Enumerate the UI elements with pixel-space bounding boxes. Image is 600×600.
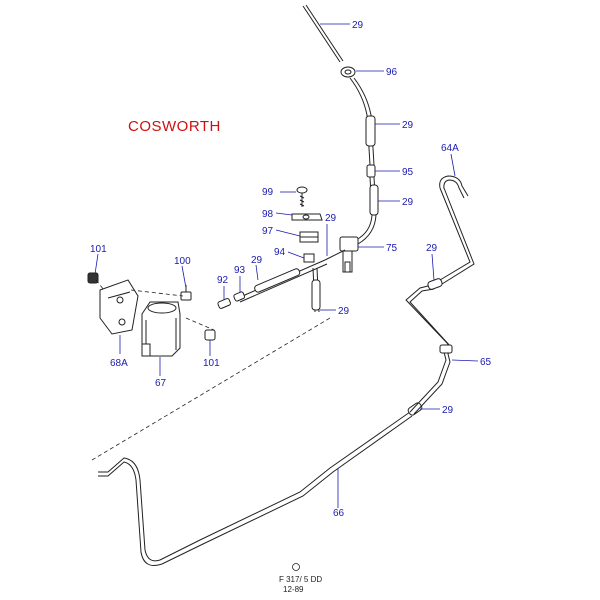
label-68a: 68A	[110, 358, 128, 369]
vapour-pipe-66	[91, 317, 423, 566]
part-labels: 29 96 29 95 29 64A 99 98 97 94 29 75 29 …	[90, 20, 492, 519]
label-92: 92	[217, 275, 229, 286]
variant-title: COSWORTH	[128, 118, 221, 135]
label-29: 29	[352, 20, 364, 31]
fastener-set	[291, 186, 323, 263]
label-29: 29	[402, 120, 414, 131]
upper-hose	[302, 4, 379, 245]
label-65: 65	[480, 357, 492, 368]
label-99: 99	[262, 187, 274, 198]
label-95: 95	[402, 167, 414, 178]
label-64a: 64A	[441, 143, 459, 154]
label-94: 94	[274, 247, 286, 258]
label-93: 93	[234, 265, 246, 276]
leader-lines	[94, 23, 479, 508]
drawing-footer: F 317/ 5 DD 12-89	[279, 563, 322, 594]
label-29: 29	[402, 197, 414, 208]
label-75: 75	[386, 243, 398, 254]
label-100: 100	[174, 256, 191, 267]
valve-bracket	[324, 236, 359, 273]
middle-hose	[217, 259, 328, 313]
label-29: 29	[325, 213, 337, 224]
label-98: 98	[262, 209, 274, 220]
label-101: 101	[203, 358, 220, 369]
drawing-date: 12-89	[283, 585, 304, 594]
canister-assembly	[87, 272, 216, 357]
label-29: 29	[442, 405, 454, 416]
drawing-code: F 317/ 5 DD	[279, 575, 322, 584]
label-29: 29	[338, 306, 350, 317]
label-97: 97	[262, 226, 274, 237]
label-101: 101	[90, 244, 107, 255]
vapour-pipe-65	[405, 175, 475, 415]
label-66: 66	[333, 508, 345, 519]
label-29: 29	[251, 255, 263, 266]
label-67: 67	[155, 378, 167, 389]
label-96: 96	[386, 67, 398, 78]
label-29: 29	[426, 243, 438, 254]
ford-logo-icon	[292, 563, 300, 571]
